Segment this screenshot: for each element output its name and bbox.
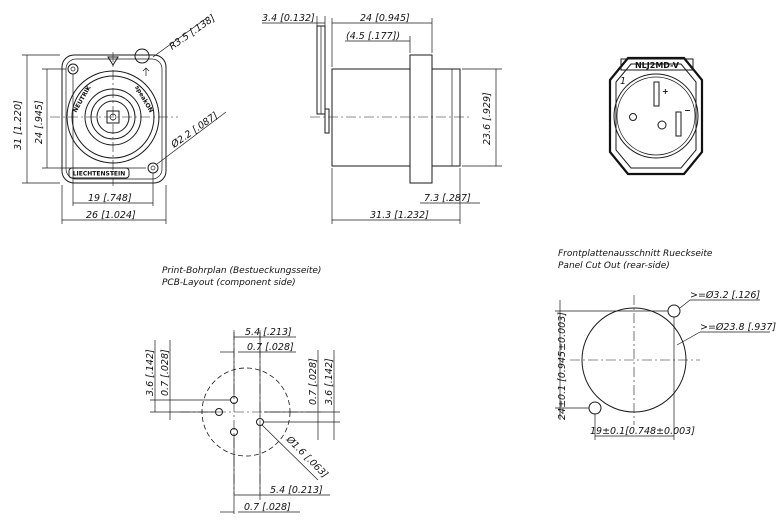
- pcb-dim-36-left: 3.6 [.142]: [145, 349, 156, 396]
- pcb-hole: [230, 396, 238, 404]
- side-dim-45: (4.5 [.177]): [346, 31, 400, 42]
- rear-ring: [613, 73, 699, 159]
- pcb-hole: [215, 408, 223, 416]
- cutout-dim-19: 19±0.1[0.748±0.003]: [590, 426, 695, 437]
- side-body: [331, 68, 411, 167]
- pcb-dim-07-bot: 0.7 [.028]: [244, 502, 291, 513]
- side-dim-236: 23.6 [.929]: [482, 92, 493, 145]
- pcb-hole: [256, 418, 264, 426]
- brand-ring-label: NEUTRIK: [72, 84, 93, 113]
- contact-minus: [675, 111, 682, 137]
- dim-24: 24 [.945]: [34, 100, 45, 144]
- panel-cutout: Frontplattenausschnitt Rueckseite Panel …: [555, 249, 776, 440]
- side-nose: [431, 68, 461, 167]
- side-dim-73: 7.3 [.287]: [424, 193, 471, 204]
- liechtenstein-label: LIECHTENSTEIN: [73, 171, 126, 178]
- front-flange-outline: [61, 54, 167, 184]
- pcb-dim-07-right: 0.7 [.028]: [308, 358, 319, 405]
- front-view: NEUTRIK speakON LIECHTENSTEIN 31 [1.220]…: [13, 13, 227, 224]
- pcb-dim-54-bot: 5.4 [0.213]: [270, 485, 323, 496]
- speakon-ring-label: speakON: [133, 84, 154, 114]
- rear-housing-outline: [608, 56, 704, 176]
- pcb-title-en: PCB-Layout (component side): [162, 278, 296, 288]
- front-flange-inner: [65, 58, 163, 180]
- side-dim-34: 3.4 [0.132]: [262, 13, 315, 24]
- pcb-dim-07-top: 0.7 [.028]: [247, 342, 294, 353]
- side-dim-313: 31.3 [1.232]: [370, 210, 429, 221]
- cutout-dim-24: 24±0.1 [0.945±0.003]: [557, 312, 568, 420]
- dim-r35: R3.5 [.138]: [167, 13, 217, 53]
- pcb-dim-07-left: 0.7 [.028]: [160, 349, 171, 396]
- minus-label: −: [684, 106, 691, 115]
- cutout-dim-238: >=Ø23.8 [.937]: [700, 322, 776, 333]
- dim-19: 19 [.748]: [88, 193, 132, 204]
- rear-view: NLJ2MD-V 1 + −: [608, 56, 704, 176]
- cutout-dim-32: >=Ø3.2 [.126]: [690, 290, 760, 301]
- side-flange: [409, 54, 433, 184]
- lock-tab-icon: [134, 48, 150, 64]
- side-dim-24: 24 [0.945]: [360, 13, 410, 24]
- model-label: NLJ2MD-V: [635, 61, 680, 70]
- plus-label: +: [662, 87, 669, 96]
- pcb-dim-36-right: 3.6 [.142]: [324, 358, 335, 405]
- contact-plus: [653, 81, 660, 107]
- pcb-dim-16: Ø1.6 [.063]: [283, 434, 330, 481]
- dim-d22: Ø2.2 [.087]: [169, 110, 221, 151]
- mount-hole-bottom-right: [147, 162, 159, 174]
- cutout-hole-bottom-left: [588, 401, 602, 415]
- dim-31: 31 [1.220]: [13, 100, 24, 150]
- pcb-hole: [230, 428, 238, 436]
- mount-hole-top-left: [67, 63, 79, 75]
- dim-26: 26 [1.024]: [86, 210, 136, 221]
- pcb-layout: Print-Bohrplan (Bestueckungsseite) PCB-L…: [145, 266, 340, 514]
- triangle-marker-icon: [107, 56, 119, 66]
- cutout-hole-top-right: [667, 304, 681, 318]
- cutout-title-en: Panel Cut Out (rear-side): [558, 261, 670, 271]
- cutout-title-de: Frontplattenausschnitt Rueckseite: [558, 249, 713, 259]
- pcb-dim-54-top: 5.4 [.213]: [245, 327, 292, 338]
- pcb-title-de: Print-Bohrplan (Bestueckungsseite): [162, 266, 321, 276]
- side-view: 3.4 [0.132] 24 [0.945] (4.5 [.177]) 23.6…: [262, 13, 502, 224]
- pin-1-label: 1: [620, 76, 626, 87]
